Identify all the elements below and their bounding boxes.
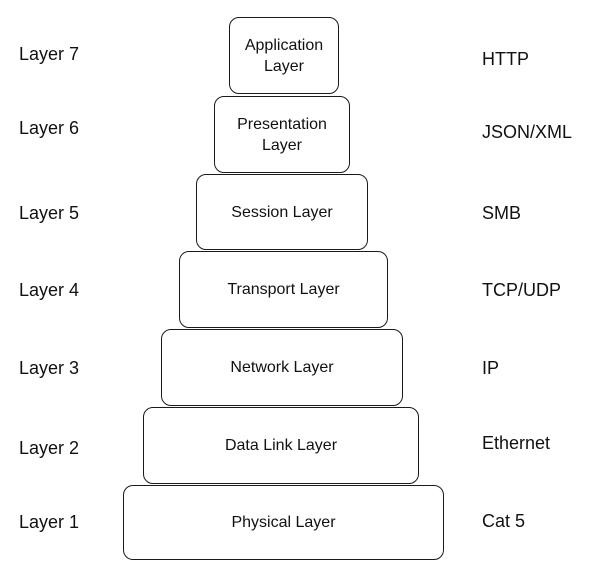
session-layer-box: Session Layer [196, 174, 368, 250]
layer-3-label: Layer 3 [19, 358, 80, 378]
layer-7-label: Layer 7 [19, 44, 80, 64]
physical-layer-box: Physical Layer [123, 485, 444, 560]
physical-layer-name: Physical Layer [231, 514, 336, 531]
network-layer-name: Network Layer [230, 359, 334, 376]
presentation-layer-name-line1: Presentation [237, 115, 327, 133]
tcp-udp-protocol-label: TCP/UDP [482, 280, 562, 300]
http-protocol-label: HTTP [482, 49, 529, 69]
transport-layer-box: Transport Layer [179, 251, 388, 328]
session-layer-name: Session Layer [231, 203, 333, 221]
data-link-layer-box: Data Link Layer [143, 407, 419, 484]
layer-2-label: Layer 2 [19, 438, 80, 458]
ethernet-protocol-label: Ethernet [482, 433, 551, 453]
smb-protocol-label: SMB [482, 203, 522, 223]
application-layer-name-line2: Layer [263, 57, 305, 75]
ip-protocol-label: IP [482, 358, 500, 378]
layer-1-label: Layer 1 [19, 512, 80, 532]
layer-6-label: Layer 6 [19, 118, 80, 138]
layer-4-label: Layer 4 [19, 280, 80, 300]
presentation-layer-box: Presentation Layer [214, 96, 350, 173]
network-layer-box: Network Layer [161, 329, 403, 406]
transport-layer-name: Transport Layer [227, 281, 340, 298]
application-layer-name-line1: Application [244, 36, 324, 54]
json-xml-protocol-label: JSON/XML [482, 122, 573, 142]
application-layer-box: Application Layer [229, 17, 339, 94]
cat5-protocol-label: Cat 5 [482, 511, 526, 531]
layer-5-label: Layer 5 [19, 203, 80, 223]
data-link-layer-name: Data Link Layer [224, 437, 338, 454]
presentation-layer-name-line2: Layer [261, 136, 303, 154]
